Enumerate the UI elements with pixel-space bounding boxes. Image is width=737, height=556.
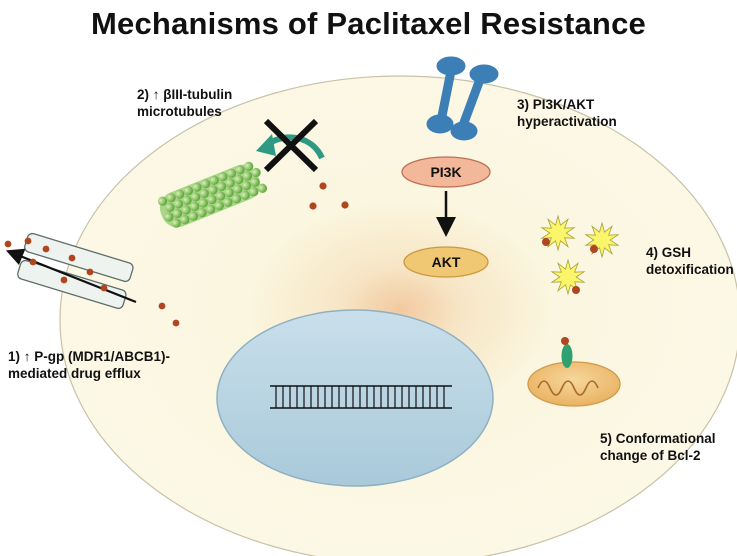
mechanism-2-label: 2) ↑ βIII-tubulin microtubules [137, 86, 232, 120]
block-x-icon [263, 118, 319, 173]
mechanism-2-line-2: microtubules [137, 104, 222, 119]
tubulin-subunit [198, 198, 208, 208]
gsh-burst [584, 221, 620, 259]
tubulin-subunit [190, 201, 200, 212]
tubulin-subunit [200, 179, 211, 189]
tubulin-subunit [208, 185, 218, 195]
paclitaxel-dots [4, 182, 349, 327]
tubulin-subunit [224, 187, 234, 198]
tubulin-subunit [197, 208, 207, 218]
tubulin-subunit [214, 201, 224, 211]
mechanism-4-line-2: detoxification [646, 262, 734, 277]
gsh-drug-dots [542, 238, 598, 294]
bcl2-protein-icon [561, 344, 573, 368]
tubulin-subunit [242, 171, 253, 181]
tubulin-subunit [244, 161, 254, 171]
tubulin-subunit [226, 168, 237, 178]
nucleus [216, 309, 494, 487]
tubulin-subunit [225, 178, 235, 188]
tubulin-subunit [240, 190, 250, 200]
tubulin-subunit [182, 195, 192, 206]
bcl2-drug-dot [561, 337, 569, 345]
tubulin-subunit [191, 192, 201, 202]
mechanism-5-line-1: 5) Conformational [600, 431, 716, 446]
tubulin-subunit [234, 174, 244, 185]
tubulin-subunit [218, 172, 228, 182]
tubulin-subunit [171, 218, 181, 228]
pi3k-node [401, 156, 491, 188]
gsh-burst-icons [540, 214, 620, 296]
tubulin-subunit [235, 165, 245, 175]
tubulin-subunit [166, 193, 176, 203]
mechanism-4-line-1: 4) GSH [646, 245, 692, 260]
tubulin-subunit [188, 211, 199, 221]
tubulin-subunit [157, 196, 168, 206]
mechanism-5-line-2: change of Bcl-2 [600, 448, 701, 463]
tubulin-subunit [233, 184, 243, 194]
mechanism-1-label: 1) ↑ P-gp (MDR1/ABCB1)- mediated drug ef… [8, 348, 170, 382]
tubulin-subunit [231, 194, 242, 204]
tubulin-subunit [215, 191, 226, 201]
akt-label: AKT [432, 254, 461, 270]
tubulin-subunit [181, 205, 191, 215]
tubulin-subunit [172, 208, 183, 219]
tubulin-subunit [207, 194, 217, 205]
tubulin-subunit [250, 177, 260, 187]
mechanism-3-line-1: 3) PI3K/AKT [517, 97, 595, 112]
tubulin-subunit [199, 188, 209, 199]
tubulin-subunit [192, 182, 202, 192]
gsh-burst [540, 214, 576, 252]
mechanism-3-label: 3) PI3K/AKT hyperactivation [517, 96, 617, 130]
tubulin-subunit [257, 183, 268, 193]
dna-icon [270, 385, 452, 409]
tubulin-subunit [165, 202, 175, 212]
curved-arrow-head-icon [256, 134, 276, 156]
tubulin-subunit [249, 187, 259, 197]
tubulin-subunit [223, 197, 233, 207]
mechanism-1-line-1: 1) ↑ P-gp (MDR1/ABCB1)- [8, 349, 170, 364]
pi3k-label: PI3K [430, 164, 461, 180]
mitochondrion-icon [527, 361, 621, 407]
tubulin-subunit [164, 212, 174, 222]
mechanism-3-line-2: hyperactivation [517, 114, 617, 129]
tubulin-subunit [241, 180, 252, 191]
receptor-icon [426, 56, 499, 141]
tubulin-subunit [173, 199, 184, 209]
mechanism-5-label: 5) Conformational change of Bcl-2 [600, 430, 716, 464]
mechanism-2-line-1: 2) ↑ βIII-tubulin [137, 87, 233, 102]
akt-node [403, 246, 489, 278]
tubulin-subunit [206, 204, 216, 214]
tubulin-subunit [209, 175, 219, 185]
mechanism-4-label: 4) GSH detoxification [646, 244, 734, 278]
diagram-title: Mechanisms of Paclitaxel Resistance [91, 6, 646, 41]
mechanism-1-line-2: mediated drug efflux [8, 366, 141, 381]
tubulin-subunit [216, 181, 227, 192]
microtubule-icon [157, 161, 268, 228]
tubulin-subunit [175, 189, 185, 199]
tubulin-subunit [251, 167, 261, 178]
gsh-burst [550, 258, 586, 296]
tubulin-subunit [180, 215, 190, 225]
tubulin-subunit [183, 186, 193, 196]
